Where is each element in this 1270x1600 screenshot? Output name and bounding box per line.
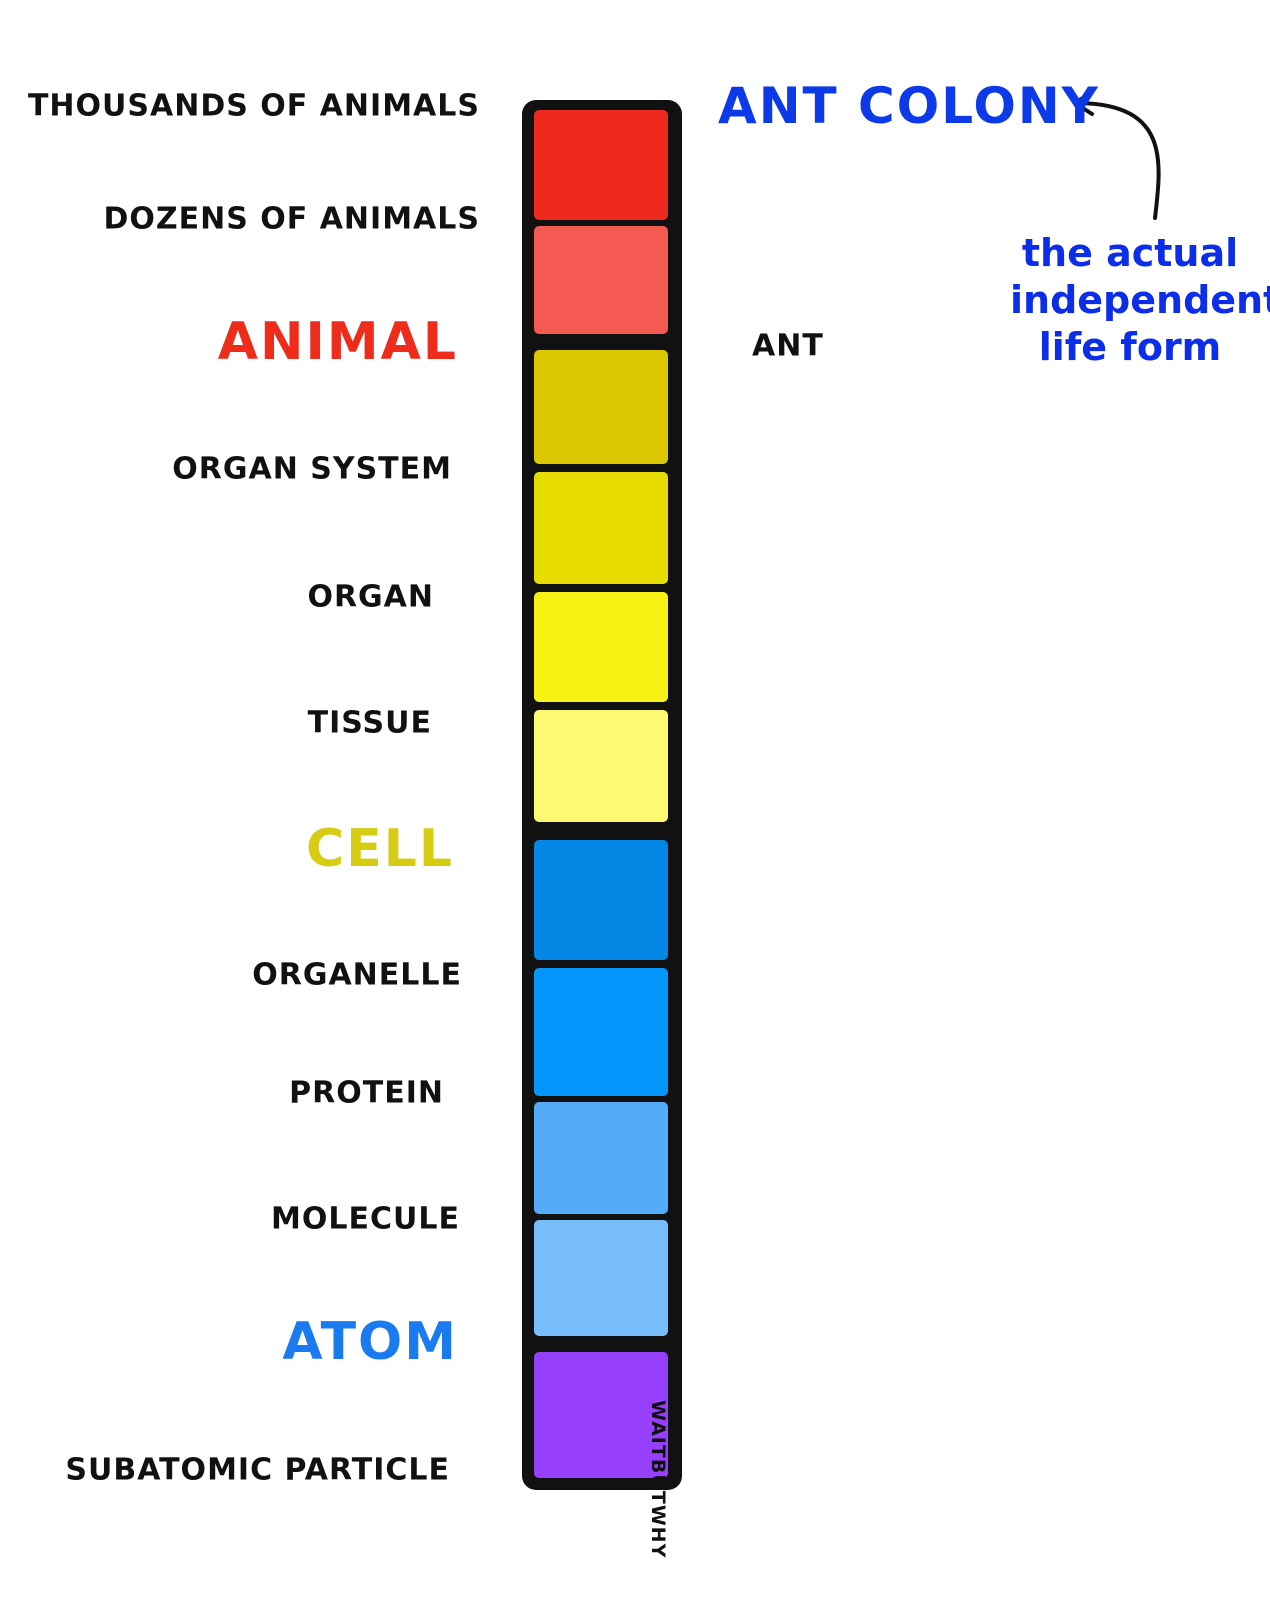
level-cell bbox=[534, 592, 668, 702]
arrow-icon bbox=[1073, 90, 1161, 220]
level-cell bbox=[534, 1352, 668, 1478]
note-line: independent bbox=[1010, 278, 1270, 322]
level-label: TISSUE bbox=[307, 705, 432, 741]
level-label: DOZENS OF ANIMALS bbox=[103, 201, 480, 237]
level-cell bbox=[534, 1220, 668, 1336]
annotation-note: the actual independent life form bbox=[1010, 230, 1270, 371]
note-line: life form bbox=[1038, 325, 1222, 369]
level-cell bbox=[534, 350, 668, 464]
level-label: PROTEIN bbox=[289, 1075, 444, 1111]
level-cell bbox=[534, 226, 668, 334]
level-cell bbox=[534, 1102, 668, 1214]
ant-colony-label: ANT COLONY bbox=[718, 77, 1100, 135]
level-cell bbox=[534, 110, 668, 220]
level-label: ANIMAL bbox=[217, 312, 458, 372]
level-cell bbox=[534, 968, 668, 1096]
level-cell bbox=[534, 840, 668, 960]
ant-label: ANT bbox=[752, 328, 824, 364]
level-label: ATOM bbox=[282, 1312, 458, 1372]
level-label: ORGAN bbox=[307, 579, 434, 615]
level-label: CELL bbox=[306, 819, 454, 879]
level-label: THOUSANDS OF ANIMALS bbox=[27, 88, 480, 124]
level-label: MOLECULE bbox=[271, 1201, 460, 1237]
level-cell bbox=[534, 710, 668, 822]
signature: WAITBUTWHY bbox=[647, 1400, 669, 1559]
level-label: ORGANELLE bbox=[252, 957, 462, 993]
note-line: the actual bbox=[1021, 231, 1239, 275]
level-label: SUBATOMIC PARTICLE bbox=[65, 1452, 450, 1488]
level-label: ORGAN SYSTEM bbox=[172, 451, 452, 487]
level-cell bbox=[534, 472, 668, 584]
